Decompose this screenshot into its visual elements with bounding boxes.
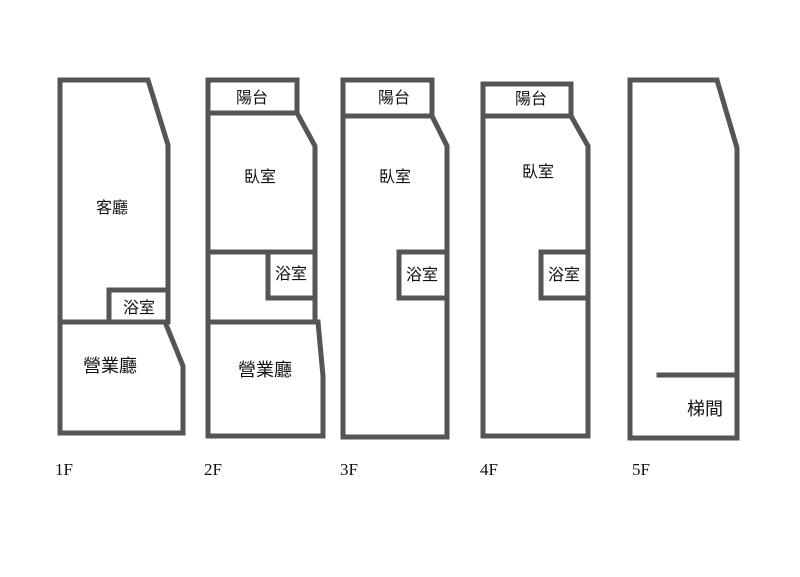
floor-3f-label: 3F xyxy=(340,460,358,479)
floor-2f-business-hall-label: 營業廳 xyxy=(238,360,292,381)
floor-2f-balcony-label: 陽台 xyxy=(236,88,268,107)
floor-5f-plan: 梯間 xyxy=(627,77,740,441)
floor-5f-outline xyxy=(627,77,740,441)
floor-1f-business-hall-label: 營業廳 xyxy=(83,356,137,377)
floor-1f-bathroom-label: 浴室 xyxy=(123,298,155,317)
floor-2f-bath-wall xyxy=(265,249,318,301)
floor-1f-outline xyxy=(57,77,186,436)
floor-4f-bedroom-label: 臥室 xyxy=(522,162,554,181)
floor-5f-stairwell-label: 梯間 xyxy=(687,399,723,420)
floor-1f-label: 1F xyxy=(55,460,73,479)
floor-2f-plan: 陽台 臥室 浴室 營業廳 xyxy=(205,77,326,439)
floor-3f-bath-wall xyxy=(396,249,450,301)
floor-4f-bath-wall xyxy=(538,249,591,301)
floor-3f-bedroom-label: 臥室 xyxy=(379,167,411,186)
floor-4f-outline xyxy=(480,81,591,439)
floor-2f-bathroom-label: 浴室 xyxy=(275,264,307,283)
floor-4f-balcony-label: 陽台 xyxy=(515,89,547,108)
floor-1f-plan: 客廳 浴室 營業廳 xyxy=(57,77,186,436)
floor-3f-balcony-label: 陽台 xyxy=(378,88,410,107)
floor-2f-label: 2F xyxy=(204,460,222,479)
floor-5f-label: 5F xyxy=(632,460,650,479)
floor-3f-plan: 陽台 臥室 浴室 xyxy=(340,77,450,440)
floor-1f-bath-wall xyxy=(106,287,171,325)
floor-3f-bathroom-label: 浴室 xyxy=(406,265,438,284)
floor-1f-living-room-label: 客廳 xyxy=(96,198,128,217)
floor-2f-bedroom-label: 臥室 xyxy=(244,167,276,186)
floor-4f-label: 4F xyxy=(480,460,498,479)
floor-4f-bathroom-label: 浴室 xyxy=(548,265,580,284)
floor-4f-plan: 陽台 臥室 浴室 xyxy=(480,81,591,439)
floor-3f-outline xyxy=(340,77,450,440)
